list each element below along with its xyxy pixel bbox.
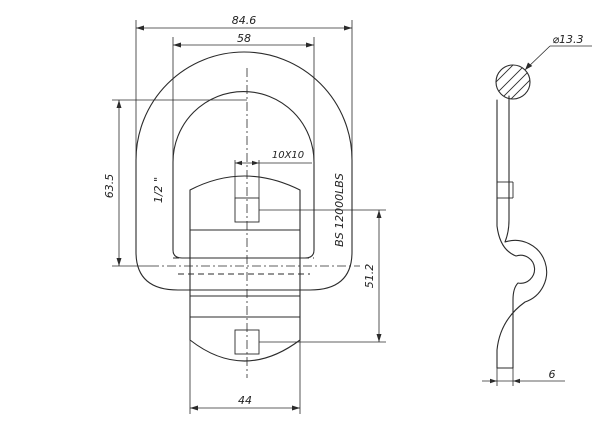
breaking-strength-label: BS 12000LBS	[333, 173, 346, 247]
dimensions: 84.6 58 63.5 10X10 51.2 4	[103, 14, 386, 414]
ring-outer-contour	[135, 51, 353, 291]
side-view: ⌀13.3 6	[482, 33, 592, 386]
dim-side-thickness: 6	[549, 368, 556, 381]
rod-section	[495, 64, 531, 100]
thread-note: 1/2 "	[152, 177, 165, 203]
engraved-labels: 1/2 " BS 12000LBS	[152, 173, 346, 247]
front-view	[135, 51, 360, 378]
dim-ring-outer-width: 84.6	[232, 14, 257, 27]
mounting-plate	[189, 175, 301, 362]
dim-slot-size: 10X10	[272, 150, 304, 161]
ring-inner-contour	[172, 90, 315, 259]
rod-hatching	[496, 65, 530, 99]
dim-overall-height: 63.5	[103, 174, 116, 199]
dim-rod-diameter: ⌀13.3	[552, 33, 583, 46]
dim-ring-inner-width: 58	[237, 32, 251, 45]
dim-slot-spacing: 51.2	[363, 264, 376, 289]
plate-side-profile	[496, 95, 548, 369]
dim-plate-width: 44	[238, 394, 252, 407]
